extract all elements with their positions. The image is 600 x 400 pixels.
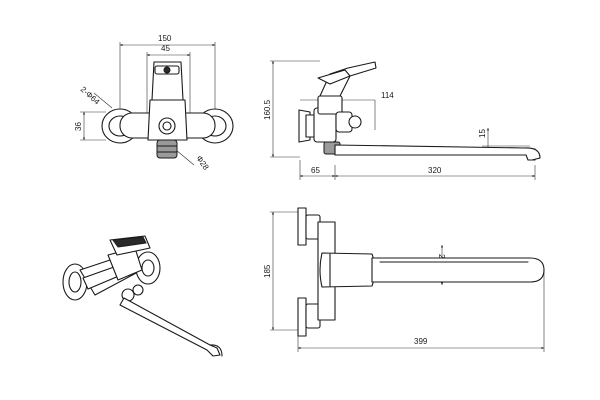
top-view: 185 28 399 xyxy=(263,207,545,352)
dim-outlet: Φ28 xyxy=(194,154,210,172)
front-faucet-body xyxy=(101,61,234,159)
dim-center-width: 45 xyxy=(161,44,170,53)
top-faucet-body xyxy=(297,207,545,337)
dim-height: 160.5 xyxy=(263,99,272,120)
front-view: 150 45 2-Φ64 36 Φ28 xyxy=(74,34,234,172)
dim-wall-offset: 65 xyxy=(311,166,320,175)
dim-spout-tip: 15 xyxy=(478,129,487,138)
dim-spout-height: 114 xyxy=(381,91,394,100)
dim-total-length: 399 xyxy=(414,337,428,346)
side-faucet-body xyxy=(298,61,541,161)
side-view: 160.5 114 15 65 320 xyxy=(263,60,541,180)
dim-flange-height: 36 xyxy=(74,122,83,131)
perspective-view xyxy=(62,235,223,357)
dim-top-height: 185 xyxy=(263,264,272,278)
dim-flange: 2-Φ64 xyxy=(79,85,102,107)
dim-spout-reach: 320 xyxy=(428,166,442,175)
dim-overall-width: 150 xyxy=(158,34,172,43)
